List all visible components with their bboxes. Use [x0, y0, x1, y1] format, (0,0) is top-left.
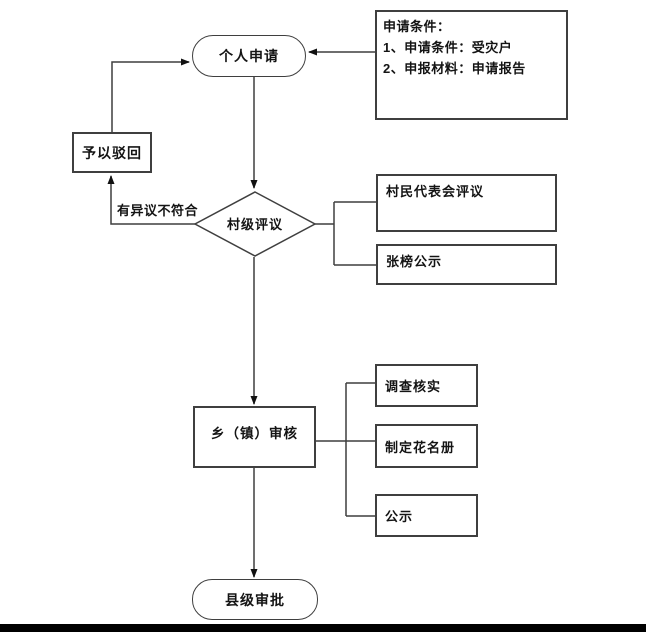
edge-village-review-to-reject	[107, 175, 195, 225]
node-application-conditions-note: 申请条件： 1、申请条件：受灾户 2、申报材料：申请报告	[375, 10, 568, 120]
node-publicity: 公示	[375, 494, 478, 537]
edge-reject-to-start	[111, 58, 190, 132]
node-village-review-label: 村级评议	[195, 192, 315, 254]
node-investigate: 调查核实	[375, 364, 478, 407]
node-reject: 予以驳回	[72, 132, 152, 173]
objection-text: 有异议不符合	[117, 203, 199, 218]
node-township-review-label: 乡（镇）审核	[211, 426, 298, 441]
node-rep-review: 村民代表会评议	[376, 174, 557, 232]
node-posting-label: 张榜公示	[386, 254, 443, 269]
node-individual-application: 个人申请	[192, 35, 306, 77]
node-reject-label: 予以驳回	[82, 144, 142, 161]
condition-note-line-2: 1、申请条件：受灾户	[383, 40, 513, 55]
node-county-approval-label: 县级审批	[225, 591, 285, 608]
condition-note-line-1: 申请条件：	[383, 19, 451, 34]
village-review-diamond-shape	[193, 191, 317, 257]
node-roster: 制定花名册	[375, 424, 478, 468]
node-investigate-label: 调查核实	[385, 379, 442, 394]
node-county-approval: 县级审批	[192, 579, 318, 620]
village-review-text: 村级评议	[226, 216, 283, 232]
node-individual-application-label: 个人申请	[219, 48, 279, 64]
edge-label-objection: 有异议不符合	[117, 200, 198, 219]
node-roster-label: 制定花名册	[385, 439, 456, 455]
node-publicity-label: 公示	[385, 509, 414, 524]
node-township-review: 乡（镇）审核	[193, 406, 316, 468]
node-rep-review-label: 村民代表会评议	[386, 184, 485, 199]
bottom-divider-bar	[0, 624, 646, 632]
node-posting: 张榜公示	[376, 244, 557, 285]
condition-note-line-3: 2、申报材料：申请报告	[383, 61, 526, 76]
